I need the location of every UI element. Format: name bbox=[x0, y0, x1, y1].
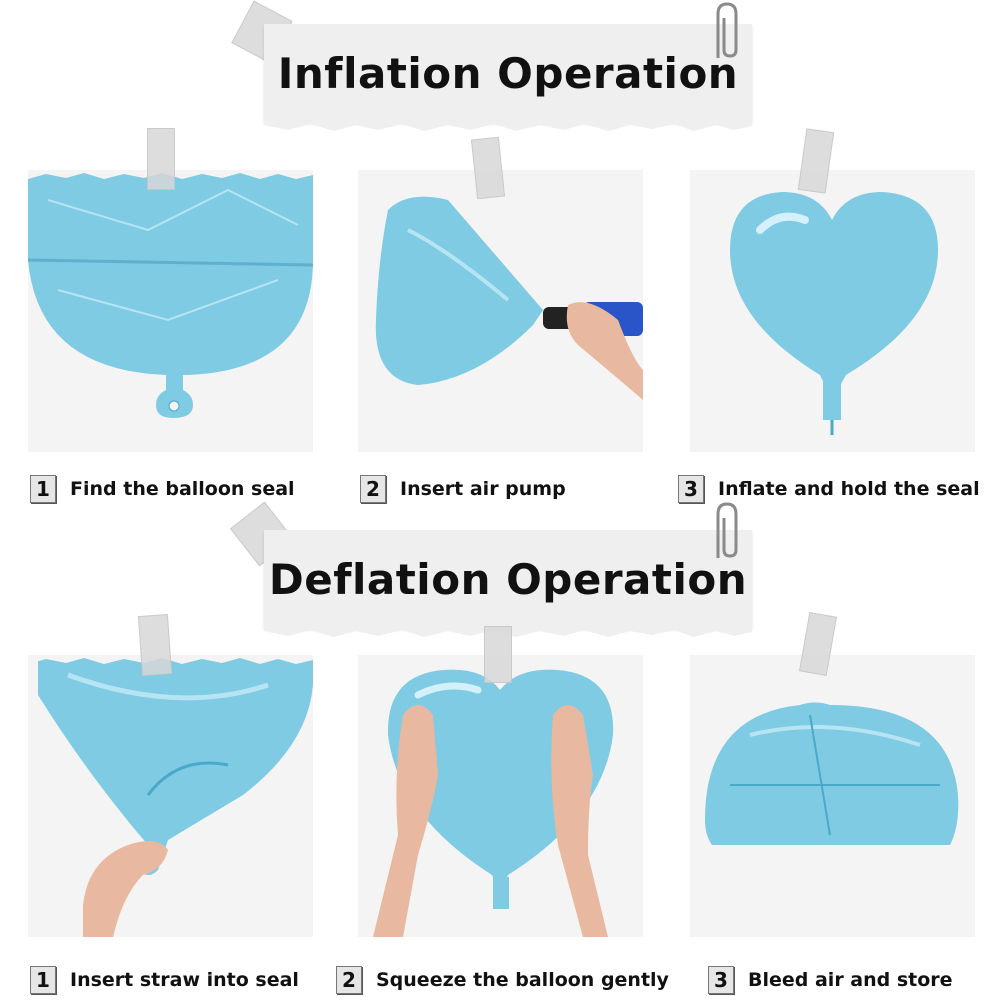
torn-edge bbox=[690, 655, 975, 664]
step-number-badge: 2 bbox=[360, 475, 386, 503]
inflation-step-2: 2 Insert air pump bbox=[360, 472, 566, 506]
deflation-step-3: 3 Bleed air and store bbox=[708, 963, 953, 997]
paperclip-icon bbox=[716, 502, 738, 558]
step-label: Find the balloon seal bbox=[70, 478, 295, 500]
inflation-card-1 bbox=[28, 170, 313, 452]
step-number-badge: 2 bbox=[336, 966, 362, 994]
step-number-badge: 1 bbox=[30, 475, 56, 503]
balloon-seal-image bbox=[28, 170, 313, 418]
deflation-banner: Deflation Operation bbox=[264, 530, 752, 637]
torn-edge bbox=[264, 120, 752, 131]
deflation-card-3 bbox=[690, 655, 975, 937]
deflation-card-1 bbox=[28, 655, 313, 937]
tape-strip bbox=[137, 614, 173, 676]
air-pump-image bbox=[375, 196, 643, 400]
torn-edge bbox=[690, 170, 975, 179]
step-label: Bleed air and store bbox=[748, 969, 953, 991]
deflation-card-2 bbox=[358, 655, 643, 937]
deflation-step-1: 1 Insert straw into seal bbox=[30, 963, 299, 997]
inflation-step-3: 3 Inflate and hold the seal bbox=[678, 472, 980, 506]
step-label: Insert straw into seal bbox=[70, 969, 299, 991]
deflation-title: Deflation Operation bbox=[268, 554, 748, 604]
insert-straw-image bbox=[38, 655, 313, 937]
step-label: Inflate and hold the seal bbox=[718, 478, 980, 500]
step-label: Squeeze the balloon gently bbox=[376, 969, 669, 991]
inflation-card-2 bbox=[358, 170, 643, 452]
step-number-badge: 3 bbox=[708, 966, 734, 994]
paperclip-icon bbox=[716, 2, 738, 58]
inflation-title: Inflation Operation bbox=[277, 48, 739, 98]
squeeze-balloon-image bbox=[373, 669, 614, 937]
inflation-card-3 bbox=[690, 170, 975, 452]
deflation-step-2: 2 Squeeze the balloon gently bbox=[336, 963, 669, 997]
inflation-step-1: 1 Find the balloon seal bbox=[30, 472, 295, 506]
tape-strip bbox=[484, 626, 512, 683]
inflated-heart-image bbox=[730, 192, 938, 435]
step-number-badge: 1 bbox=[30, 966, 56, 994]
tape-strip bbox=[147, 128, 175, 190]
tape-strip bbox=[470, 136, 506, 200]
inflation-banner: Inflation Operation bbox=[264, 24, 752, 131]
deflated-balloon-image bbox=[705, 702, 959, 845]
step-label: Insert air pump bbox=[400, 478, 566, 500]
step-number-badge: 3 bbox=[678, 475, 704, 503]
